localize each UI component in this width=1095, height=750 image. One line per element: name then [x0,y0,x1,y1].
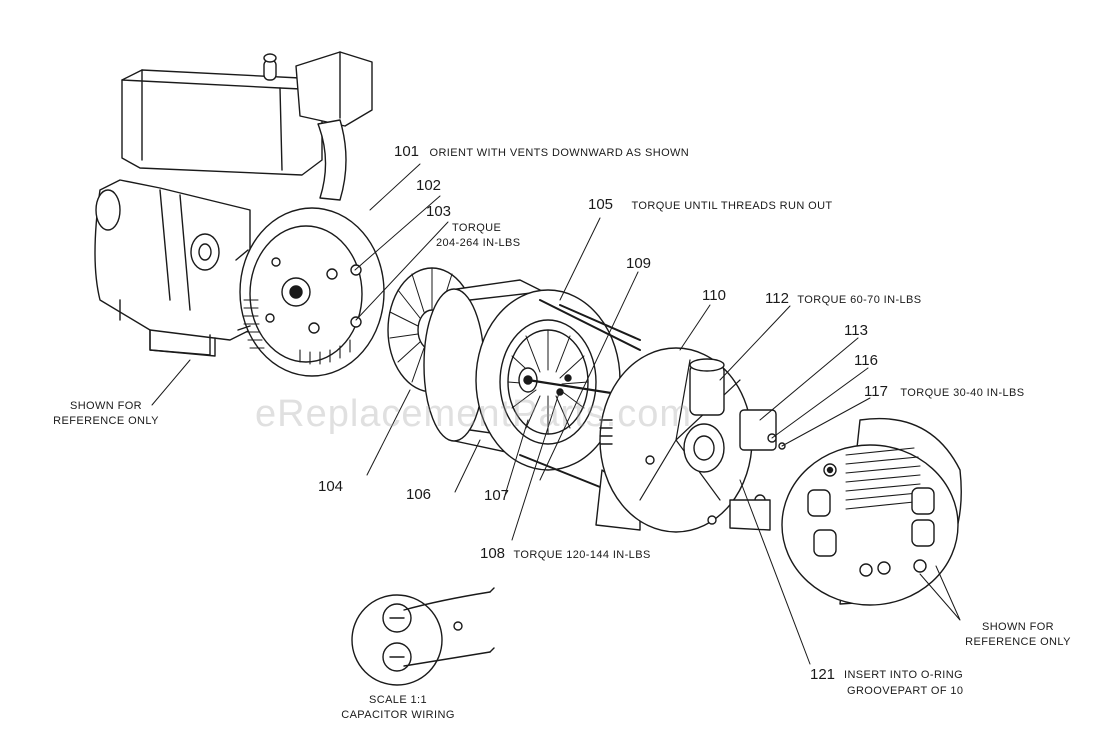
note-112: TORQUE 60-70 IN-LBS [797,294,922,306]
leader-lines [151,163,961,665]
part-110-rear-carrier [595,347,786,533]
note-103-line2: 204-264 IN-LBS [436,237,521,249]
part-101-adapter [235,207,385,377]
label-112: 112 TORQUE 60-70 IN-LBS [765,290,922,308]
label-108: 108 TORQUE 120-144 IN-LBS [480,545,651,563]
reference-right-line1: SHOWN FOR [981,621,1055,633]
note-121-line1: INSERT INTO O-RING [844,669,964,681]
label-117: 117 TORQUE 30-40 IN-LBS [864,383,1025,401]
part-number-113: 113 [844,322,868,339]
capacitor-caption-line2: CAPACITOR WIRING [341,709,455,721]
part-117-end-cover [781,417,962,606]
reference-right-line2: REFERENCE ONLY [965,636,1071,648]
part-number-108: 108 [480,545,506,562]
part-number-109: 109 [626,255,652,272]
note-108: TORQUE 120-144 IN-LBS [513,549,651,561]
part-number-101: 101 [394,143,420,160]
engine-reference [94,51,373,357]
watermark: eReplacementParts.com [255,393,693,435]
label-101: 101 ORIENT WITH VENTS DOWNWARD AS SHOWN [394,143,689,161]
part-number-121: 121 [810,666,836,683]
part-number-112: 112 [765,290,789,307]
note-103-line1: TORQUE [452,222,502,234]
capacitor-caption-line1: SCALE 1:1 [368,694,428,706]
part-number-106: 106 [406,486,432,503]
label-105: 105 TORQUE UNTIL THREADS RUN OUT [588,196,833,214]
part-number-110: 110 [702,287,726,304]
part-number-107: 107 [484,487,510,504]
part-number-104: 104 [318,478,344,495]
capacitor-detail [351,587,495,686]
reference-left-line1: SHOWN FOR [69,400,143,412]
reference-left-line2: REFERENCE ONLY [53,415,159,427]
note-105: TORQUE UNTIL THREADS RUN OUT [631,200,833,212]
part-number-103: 103 [426,203,452,220]
note-121-line2: GROOVEPART OF 10 [847,685,964,697]
part-number-116: 116 [854,352,878,369]
part-105-stator [475,289,722,471]
note-117: TORQUE 30-40 IN-LBS [900,387,1025,399]
part-number-102: 102 [416,177,442,194]
part-number-117: 117 [864,383,888,400]
note-101: ORIENT WITH VENTS DOWNWARD AS SHOWN [429,147,690,159]
part-number-105: 105 [588,196,614,213]
